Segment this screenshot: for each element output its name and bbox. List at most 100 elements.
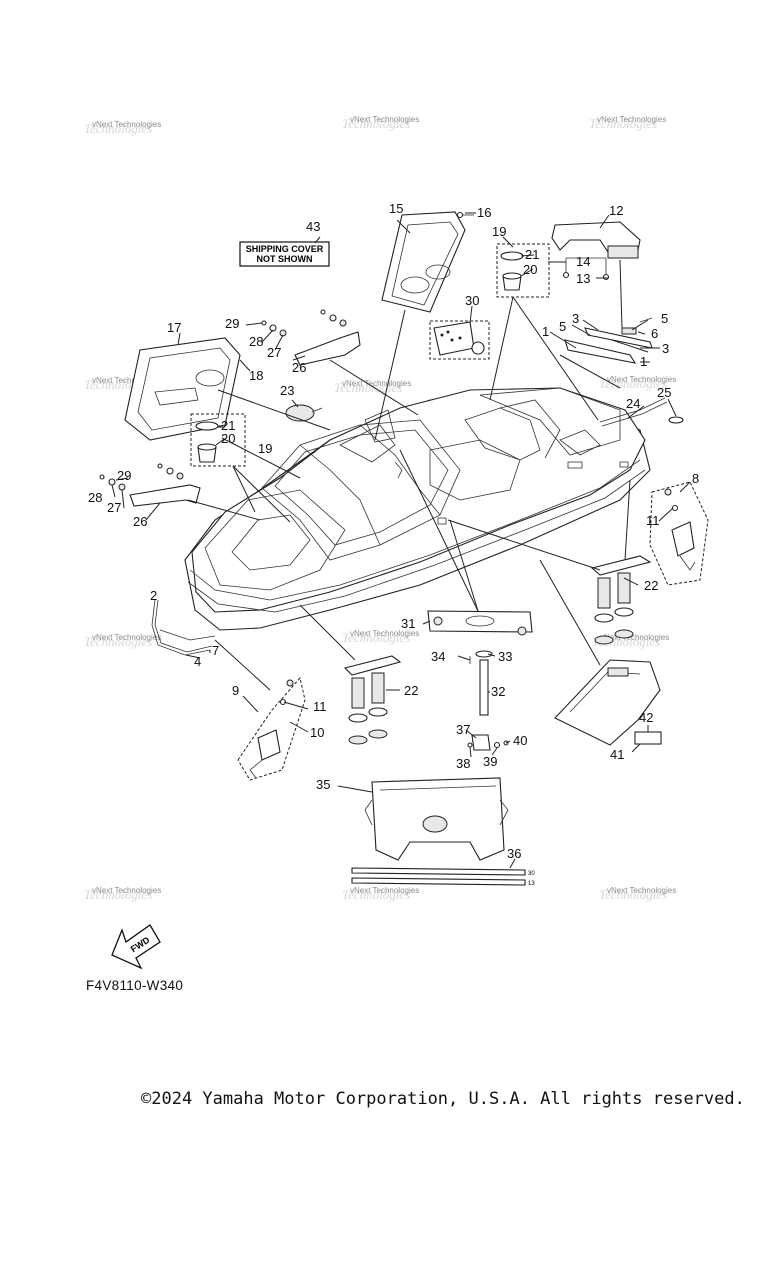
cup-holder-kit-lower [190, 413, 246, 467]
svg-text:vNext Technologies: vNext Technologies [607, 375, 676, 384]
fasteners-upper [261, 309, 347, 337]
callout-32: 32 [491, 684, 505, 699]
callout-22: 22 [644, 578, 658, 593]
callout-19-b: 19 [258, 441, 272, 456]
svg-text:vNext Technologies: vNext Technologies [350, 629, 419, 638]
shipping-note-line1: SHIPPING COVER [246, 244, 324, 254]
callout-29-b: 29 [117, 468, 131, 483]
svg-text:Technologies: Technologies [599, 887, 667, 902]
callout-20: 20 [523, 262, 537, 277]
callout-26: 26 [292, 360, 306, 375]
tie-down-kit-left [237, 676, 306, 781]
callout-30: 30 [465, 293, 479, 308]
grab-handle-lower [129, 484, 201, 507]
shipping-note-line2: NOT SHOWN [257, 254, 313, 264]
callout-17: 17 [167, 320, 181, 335]
callout-6: 6 [651, 326, 658, 341]
callout-7: 7 [212, 643, 219, 658]
grab-handle-upper [294, 331, 361, 366]
callout-39: 39 [483, 754, 497, 769]
svg-text:Technologies: Technologies [589, 116, 657, 131]
callouts: 1 1 2 3 3 4 5 5 6 7 8 9 10 11 11 12 13 1… [88, 201, 699, 861]
clip [621, 317, 653, 335]
cleat-left [343, 655, 402, 745]
callout-8: 8 [692, 471, 699, 486]
tie-down-kit-right [649, 481, 709, 586]
callout-11-b: 11 [313, 699, 327, 714]
cooler [364, 777, 509, 861]
callout-5-b: 5 [661, 311, 668, 326]
svg-text:Technologies: Technologies [334, 380, 402, 395]
cleat-right [590, 555, 652, 645]
callout-29: 29 [225, 316, 239, 331]
callout-34: 34 [431, 649, 445, 664]
cable [151, 599, 216, 656]
callout-27: 27 [267, 345, 281, 360]
callout-40: 40 [513, 733, 527, 748]
rods: 30 13 [351, 867, 535, 887]
svg-text:vNext Technologies: vNext Technologies [597, 115, 666, 124]
callout-33: 33 [498, 649, 512, 664]
svg-text:Technologies: Technologies [599, 376, 667, 391]
callout-20-b: 20 [221, 431, 235, 446]
rod-length-top: 30 [528, 871, 535, 877]
callout-19: 19 [492, 224, 506, 239]
callout-18: 18 [249, 368, 263, 383]
callout-23: 23 [280, 383, 294, 398]
rod-length-bottom: 13 [528, 881, 535, 887]
pole [469, 650, 493, 716]
callout-5: 5 [559, 319, 566, 334]
callout-24: 24 [626, 396, 640, 411]
switch-plate [429, 320, 490, 360]
callout-3-b: 3 [662, 341, 669, 356]
svg-text:vNext Technologies: vNext Technologies [350, 886, 419, 895]
mirror [285, 404, 323, 422]
svg-text:Technologies: Technologies [84, 121, 152, 136]
svg-text:Technologies: Technologies [342, 887, 410, 902]
callout-13: 13 [576, 271, 590, 286]
diagram-code: F4V8110-W340 [86, 978, 184, 993]
bracket [551, 221, 641, 259]
callout-36: 36 [507, 846, 521, 861]
fwd-arrow-icon: FWD [111, 924, 161, 970]
svg-text:vNext Technologies: vNext Technologies [92, 120, 161, 129]
callout-27-b: 27 [107, 500, 121, 515]
callout-37: 37 [456, 722, 470, 737]
callout-21: 21 [525, 247, 539, 262]
callout-2: 2 [150, 588, 157, 603]
svg-text:Technologies: Technologies [342, 630, 410, 645]
callout-31: 31 [401, 616, 415, 631]
callout-42: 42 [639, 710, 653, 725]
pole-hardware [467, 734, 509, 751]
svg-text:vNext Technologies: vNext Technologies [607, 886, 676, 895]
callout-14: 14 [576, 254, 590, 269]
side-panel [554, 659, 662, 746]
callout-12: 12 [609, 203, 623, 218]
screw-16 [456, 211, 474, 219]
callout-43: 43 [306, 219, 320, 234]
rails [564, 327, 653, 364]
callout-1-b: 1 [640, 354, 647, 369]
callout-38: 38 [456, 756, 470, 771]
callout-41: 41 [610, 747, 624, 762]
fasteners-lower [99, 463, 184, 491]
callout-1: 1 [542, 324, 549, 339]
callout-21-b: 21 [221, 418, 235, 433]
callout-15: 15 [389, 201, 403, 216]
callout-11: 11 [646, 513, 660, 528]
callout-10: 10 [310, 725, 324, 740]
boat-hull [184, 387, 651, 631]
callout-22-b: 22 [404, 683, 418, 698]
